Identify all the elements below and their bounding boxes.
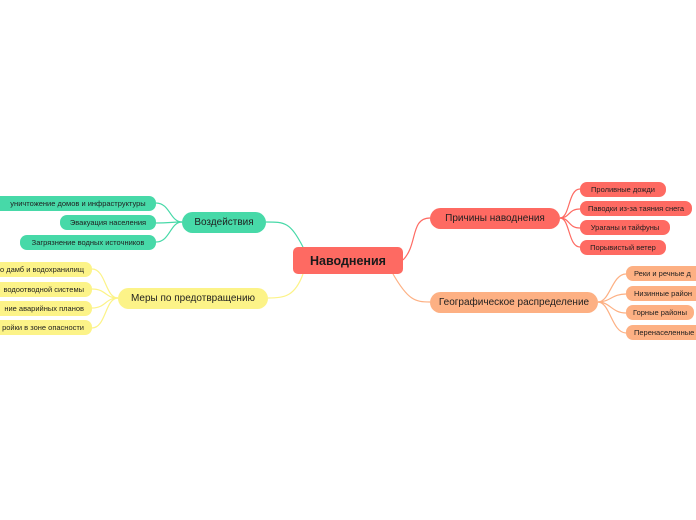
leaf-causes-wind[interactable]: Порывистый ветер [580,240,666,255]
connector-root-prevention [267,273,304,299]
leaf-geography-mountains[interactable]: Горные районы [626,305,694,320]
connector-root-causes [402,217,431,261]
leaf-prevention-drainage[interactable]: водоотводной системы [0,282,92,297]
leaf-prevention-dams[interactable]: о дамб и водохранилищ [0,262,92,277]
leaf-causes-snowmelt[interactable]: Паводки из-за таяния снега [580,201,692,216]
connector-prevention-1 [91,268,119,299]
connector-causes-4 [559,217,581,248]
branch-geography[interactable]: Географическое распределение [430,292,598,313]
connector-geography-4 [597,301,627,334]
leaf-impact-destruction[interactable]: уничтожение домов и инфраструктуры [0,196,156,211]
leaf-geography-populated[interactable]: Перенаселенные [626,325,696,340]
leaf-prevention-zoning[interactable]: ройки в зоне опасности [0,320,92,335]
branch-impact[interactable]: Воздействия [182,212,266,233]
connector-root-impact [265,221,304,248]
leaf-geography-lowlands[interactable]: Низинные район [626,286,696,301]
leaf-causes-hurricanes[interactable]: Ураганы и тайфуны [580,220,670,235]
leaf-impact-evacuation[interactable]: Эвакуация населения [60,215,156,230]
connector-impact-3 [155,221,183,243]
leaf-prevention-emergency-plans[interactable]: ние аварийных планов [0,301,92,316]
central-topic[interactable]: Наводнения [293,247,403,274]
leaf-geography-rivers[interactable]: Реки и речные д [626,266,696,281]
connector-prevention-4 [91,297,119,329]
branch-prevention[interactable]: Меры по предотвращению [118,288,268,309]
connector-root-geography [392,273,431,303]
connector-impact-1 [155,202,183,223]
branch-causes[interactable]: Причины наводнения [430,208,560,229]
leaf-causes-heavy-rain[interactable]: Проливные дожди [580,182,666,197]
connector-causes-1 [559,188,581,219]
leaf-impact-pollution[interactable]: Загрязнение водных источников [20,235,156,250]
